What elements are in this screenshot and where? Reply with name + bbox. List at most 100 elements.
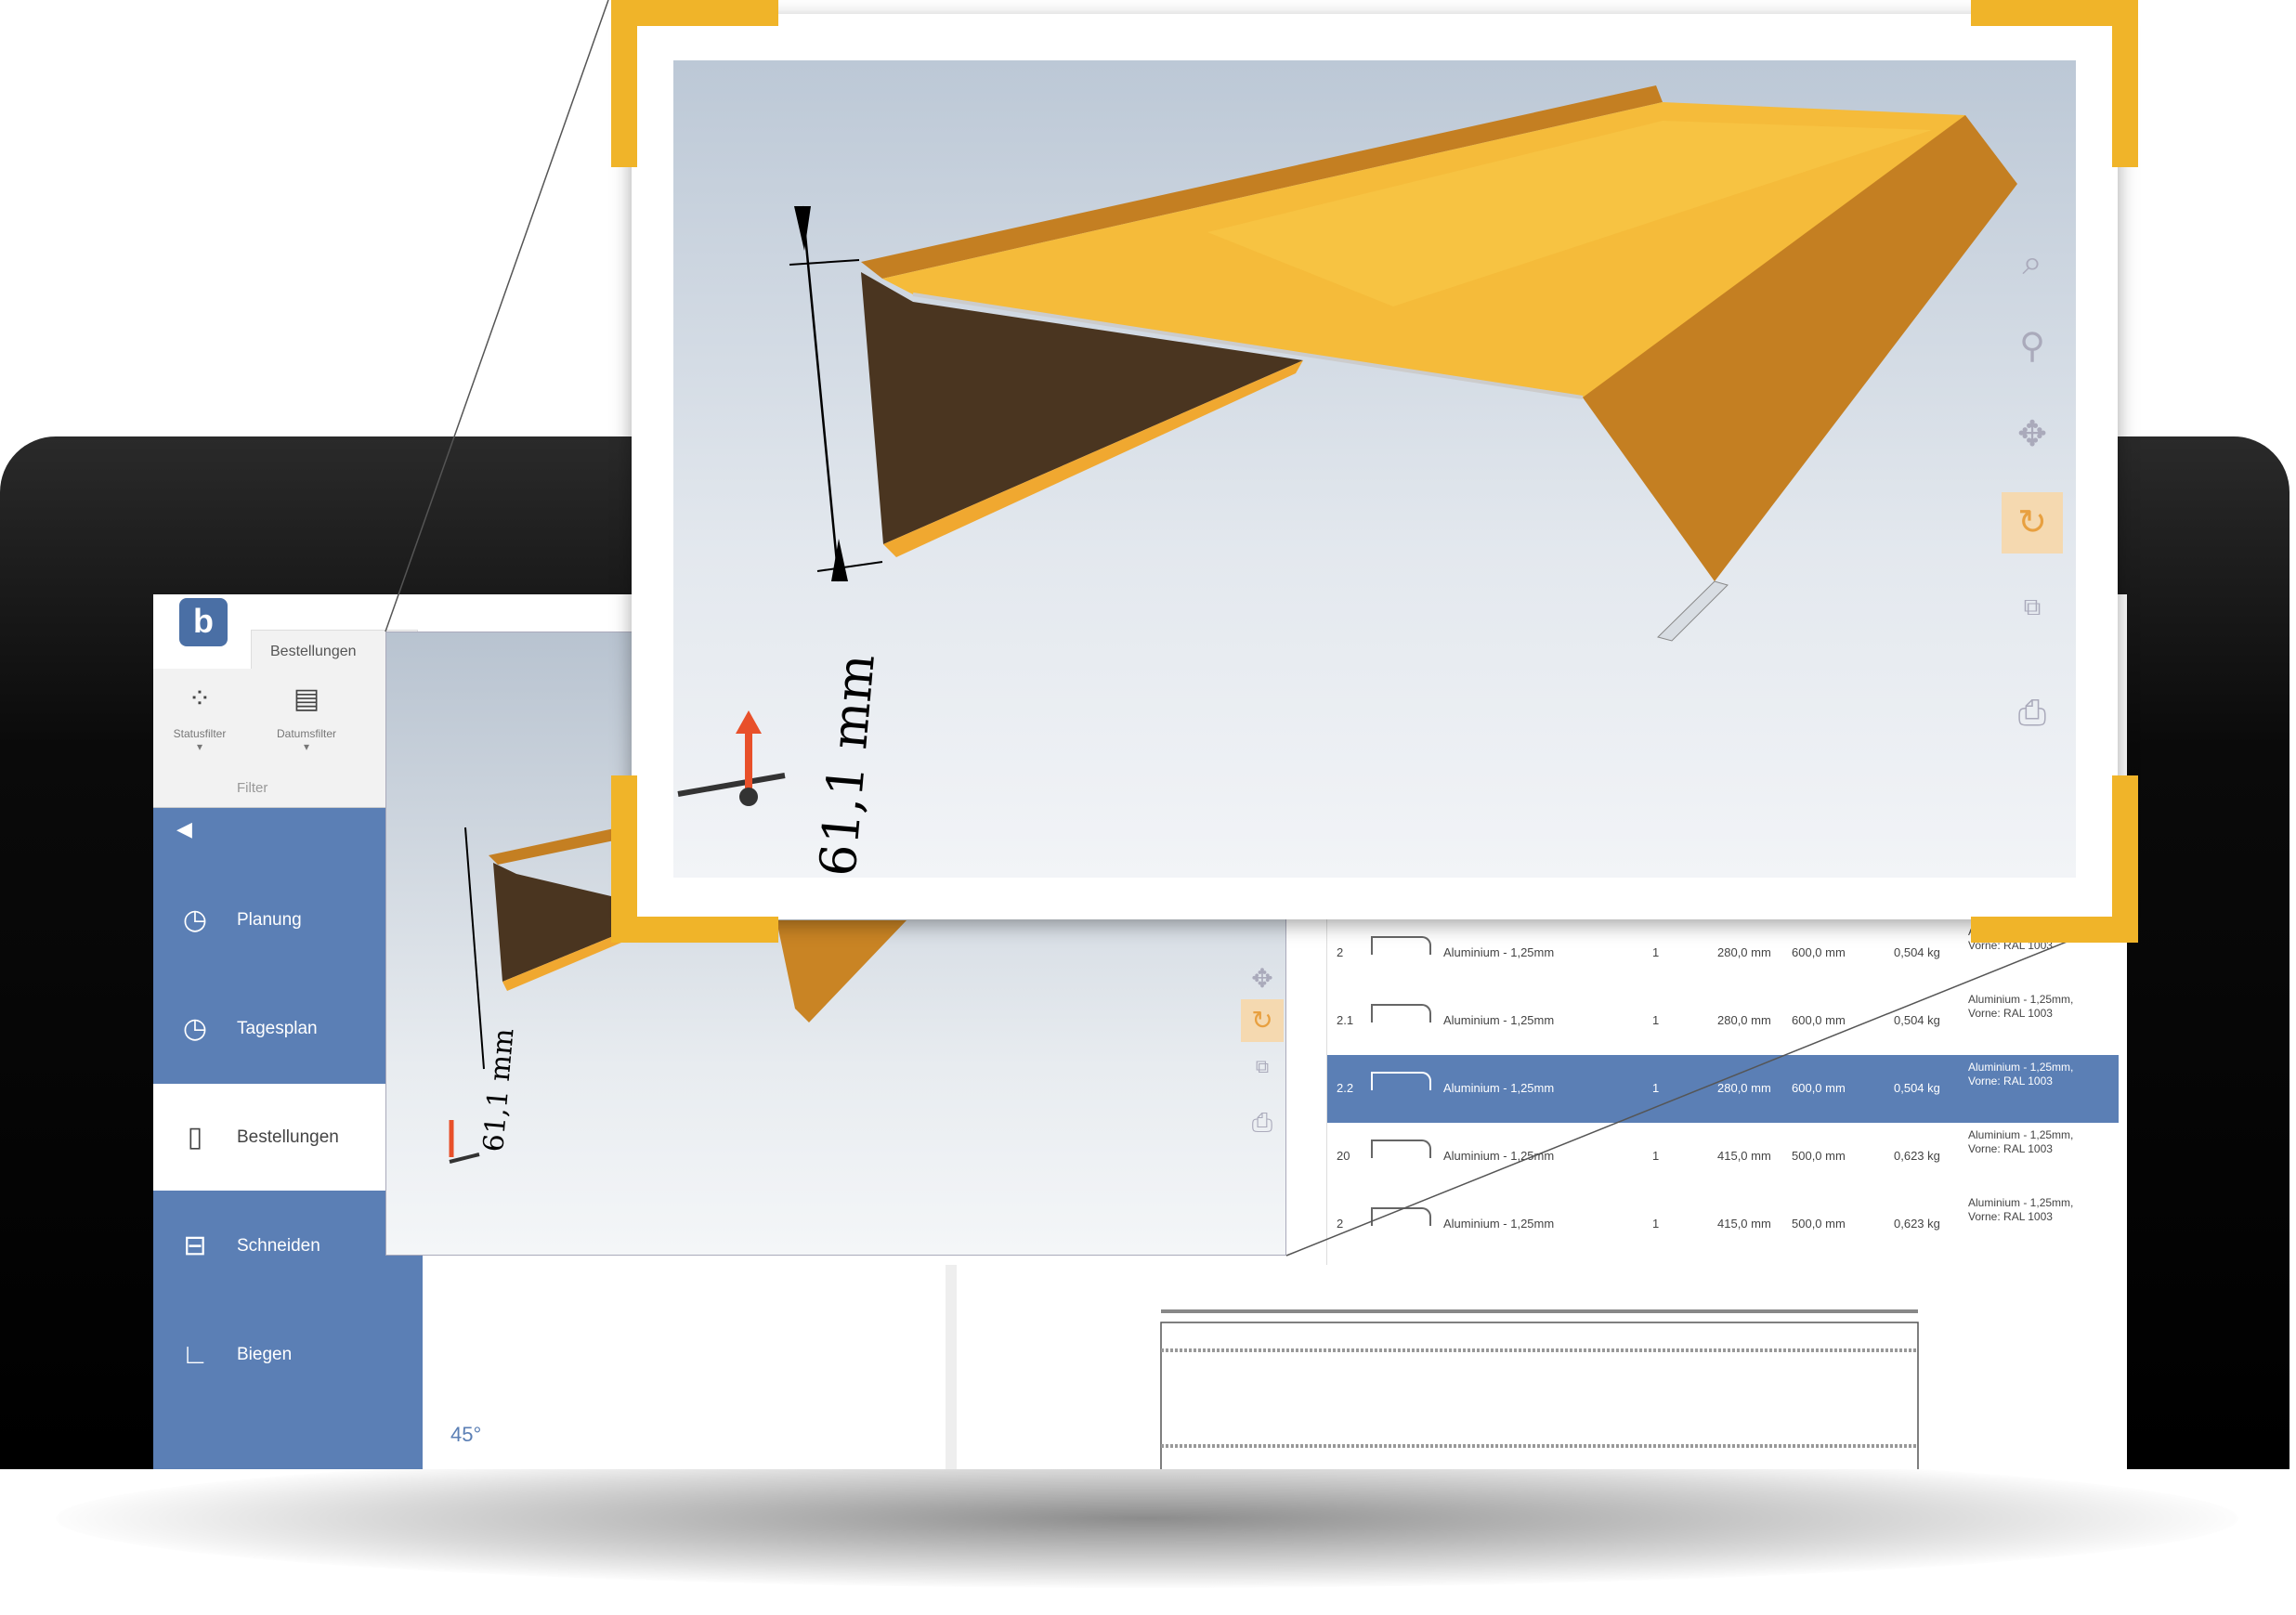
cell-length: 280,0 mm bbox=[1717, 1013, 1771, 1027]
print-icon[interactable]: ⎙ bbox=[1251, 1108, 1273, 1137]
status-filter-icon: ⁘ bbox=[188, 684, 212, 714]
move-icon[interactable]: ✥ bbox=[1251, 964, 1273, 993]
cell-weight: 0,623 kg bbox=[1894, 1217, 1940, 1231]
axis-x bbox=[677, 773, 786, 797]
profile-thumbnail-icon bbox=[1371, 1004, 1431, 1022]
rotate-icon[interactable]: ↻ bbox=[2002, 492, 2063, 554]
cell-desc: Aluminium - 1,25mm, Vorne: RAL 1003 bbox=[1968, 1128, 2074, 1155]
cell-pos: 2.2 bbox=[1337, 1081, 1354, 1095]
axis-x bbox=[449, 1153, 480, 1164]
bend-angle: 45° bbox=[450, 1423, 482, 1446]
cell-weight: 0,504 kg bbox=[1894, 1081, 1940, 1095]
cell-pos: 2.1 bbox=[1337, 1013, 1354, 1027]
clock-icon: ◷ bbox=[182, 905, 208, 935]
dimension-line bbox=[801, 205, 841, 582]
sheet-drawing bbox=[1160, 1309, 1919, 1469]
cell-width: 600,0 mm bbox=[1792, 1081, 1846, 1095]
cell-desc: Aluminium - 1,25mm, Vorne: RAL 1003 bbox=[1968, 1196, 2074, 1223]
cell-material: Aluminium - 1,25mm bbox=[1443, 1013, 1555, 1027]
sidebar-item-planung[interactable]: ◷ Planung bbox=[153, 866, 423, 973]
zoom-fit-icon[interactable]: ⌕ bbox=[2022, 243, 2042, 282]
sheet-face-dark bbox=[493, 863, 674, 982]
sidebar-item-label: Biegen bbox=[237, 1344, 293, 1364]
cell-length: 415,0 mm bbox=[1717, 1217, 1771, 1231]
cell-length: 280,0 mm bbox=[1717, 1081, 1771, 1095]
cell-weight: 0,623 kg bbox=[1894, 1149, 1940, 1163]
status-filter-button[interactable]: ⁘ Statusfilter▾ bbox=[163, 683, 237, 753]
sheet-face-back bbox=[489, 827, 623, 865]
device-shadow bbox=[56, 1449, 2238, 1588]
move-icon[interactable]: ✥ bbox=[2017, 415, 2047, 454]
cell-width: 600,0 mm bbox=[1792, 945, 1846, 959]
document-icon: ▯ bbox=[187, 1122, 203, 1153]
view-icon[interactable]: ⧉ bbox=[2023, 593, 2042, 620]
cell-qty: 1 bbox=[1652, 1149, 1660, 1163]
drawing-panel bbox=[971, 1265, 2127, 1469]
cell-width: 500,0 mm bbox=[1792, 1217, 1846, 1231]
sidebar-item-label: Tagesplan bbox=[237, 1018, 318, 1038]
table-row[interactable]: 2.1 Aluminium - 1,25mm 1 280,0 mm 600,0 mm 0,… bbox=[1327, 987, 2119, 1055]
sheet-face-side bbox=[1583, 115, 2017, 581]
print-icon[interactable]: ⎙ bbox=[2017, 694, 2047, 733]
sidebar-item-label: Bestellungen bbox=[237, 1127, 339, 1147]
app-logo: b bbox=[179, 598, 228, 646]
sheet-lip bbox=[1657, 580, 1729, 642]
dimension-line bbox=[464, 827, 485, 1070]
profile-thumbnail-icon bbox=[1371, 1140, 1431, 1158]
sidebar-item-label: Planung bbox=[237, 909, 302, 930]
sidebar-item-tagesplan[interactable]: ◷ Tagesplan bbox=[153, 975, 423, 1082]
view-icon[interactable]: ⧉ bbox=[1255, 1057, 1270, 1077]
cell-pos: 20 bbox=[1337, 1149, 1350, 1163]
table-row[interactable]: 2 Aluminium - 1,25mm 1 415,0 mm 500,0 mm 0,62… bbox=[1327, 1191, 2119, 1258]
bracket-top-right bbox=[1971, 0, 2138, 167]
sheet-face-back bbox=[861, 85, 1663, 279]
cell-material: Aluminium - 1,25mm bbox=[1443, 945, 1555, 959]
bracket-bottom-right bbox=[1971, 775, 2138, 943]
bracket-top-left bbox=[611, 0, 778, 167]
profile-thumbnail-icon bbox=[1371, 936, 1431, 955]
date-filter-icon: ▤ bbox=[293, 684, 320, 714]
cell-desc: Aluminium - 1,25mm, Vorne: RAL 1003 bbox=[1968, 1061, 2074, 1088]
cell-qty: 1 bbox=[1652, 945, 1660, 959]
zoom-icon[interactable]: ⚲ bbox=[2019, 327, 2045, 366]
cell-width: 600,0 mm bbox=[1792, 1013, 1846, 1027]
cell-length: 415,0 mm bbox=[1717, 1149, 1771, 1163]
cell-desc: Aluminium - 1,25mm, Vorne: RAL 1003 bbox=[1968, 993, 2074, 1020]
cell-qty: 1 bbox=[1652, 1081, 1660, 1095]
sheet-face-lower bbox=[883, 360, 1303, 557]
zoom-line bbox=[1285, 918, 2123, 1257]
rotate-icon[interactable]: ↻ bbox=[1241, 999, 1284, 1042]
profile-thumbnail-icon bbox=[1371, 1072, 1431, 1090]
drawing-outline bbox=[1160, 1322, 1919, 1469]
status-filter-label: Statusfilter bbox=[173, 727, 227, 740]
date-filter-label: Datumsfilter bbox=[276, 727, 336, 740]
sidebar-item-biegen[interactable]: ∟ Biegen bbox=[153, 1301, 423, 1408]
cell-qty: 1 bbox=[1652, 1013, 1660, 1027]
profile-thumbnail-icon bbox=[1371, 1207, 1431, 1226]
sheet-model: 61,1 mm bbox=[677, 85, 2017, 878]
cell-qty: 1 bbox=[1652, 1217, 1660, 1231]
cell-weight: 0,504 kg bbox=[1894, 1013, 1940, 1027]
sidebar-item-label: Schneiden bbox=[237, 1235, 320, 1256]
bend-panel: 45° bbox=[423, 1265, 957, 1469]
bracket-bottom-left bbox=[611, 775, 778, 943]
sidebar-item-schneiden[interactable]: ⊟ Schneiden bbox=[153, 1192, 423, 1299]
cell-pos: 2 bbox=[1337, 945, 1344, 959]
cell-weight: 0,504 kg bbox=[1894, 945, 1940, 959]
filter-group-label: Filter bbox=[237, 780, 268, 796]
3d-viewer-zoomed[interactable]: 61,1 mm ⌕ ⚲ ✥ ↻ ⧉ ⎙ bbox=[673, 60, 2076, 878]
cell-material: Aluminium - 1,25mm bbox=[1443, 1217, 1555, 1231]
collapse-sidebar-icon[interactable]: ◀ bbox=[176, 817, 192, 840]
clock-icon: ◷ bbox=[182, 1013, 208, 1044]
cell-pos: 2 bbox=[1337, 1217, 1344, 1231]
date-filter-button[interactable]: ▤ Datumsfilter▾ bbox=[269, 683, 344, 753]
cell-width: 500,0 mm bbox=[1792, 1149, 1846, 1163]
cell-length: 280,0 mm bbox=[1717, 945, 1771, 959]
sidebar-item-bestellungen[interactable]: ▯ Bestellungen bbox=[153, 1084, 423, 1191]
bend-icon: ∟ bbox=[181, 1338, 209, 1370]
cut-icon: ⊟ bbox=[183, 1231, 207, 1261]
